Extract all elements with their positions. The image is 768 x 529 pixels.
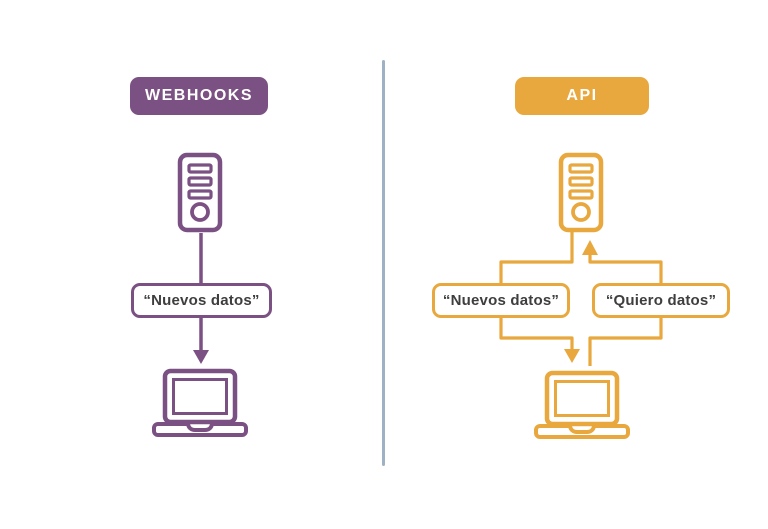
server-icon [558, 152, 604, 233]
api-request-label-to-server-line [588, 255, 663, 285]
arrow-up-icon [582, 240, 598, 255]
arrow-down-icon [193, 350, 209, 364]
api-push-label-to-laptop-line [499, 317, 574, 350]
api-badge: API [515, 77, 649, 115]
laptop-icon [534, 370, 630, 439]
webhooks-badge: WEBHOOKS [130, 77, 268, 115]
api-request-label: “Quiero datos” [592, 283, 730, 318]
laptop-icon [152, 368, 248, 437]
api-push-label: “Nuevos datos” [432, 283, 570, 318]
arrow-down-icon [564, 349, 580, 363]
api-server-to-push-label-line [499, 232, 574, 285]
server-icon [177, 152, 223, 233]
api-laptop-to-request-label-line [588, 317, 663, 366]
divider-line [382, 60, 385, 466]
webhook-message-label: “Nuevos datos” [131, 283, 272, 318]
